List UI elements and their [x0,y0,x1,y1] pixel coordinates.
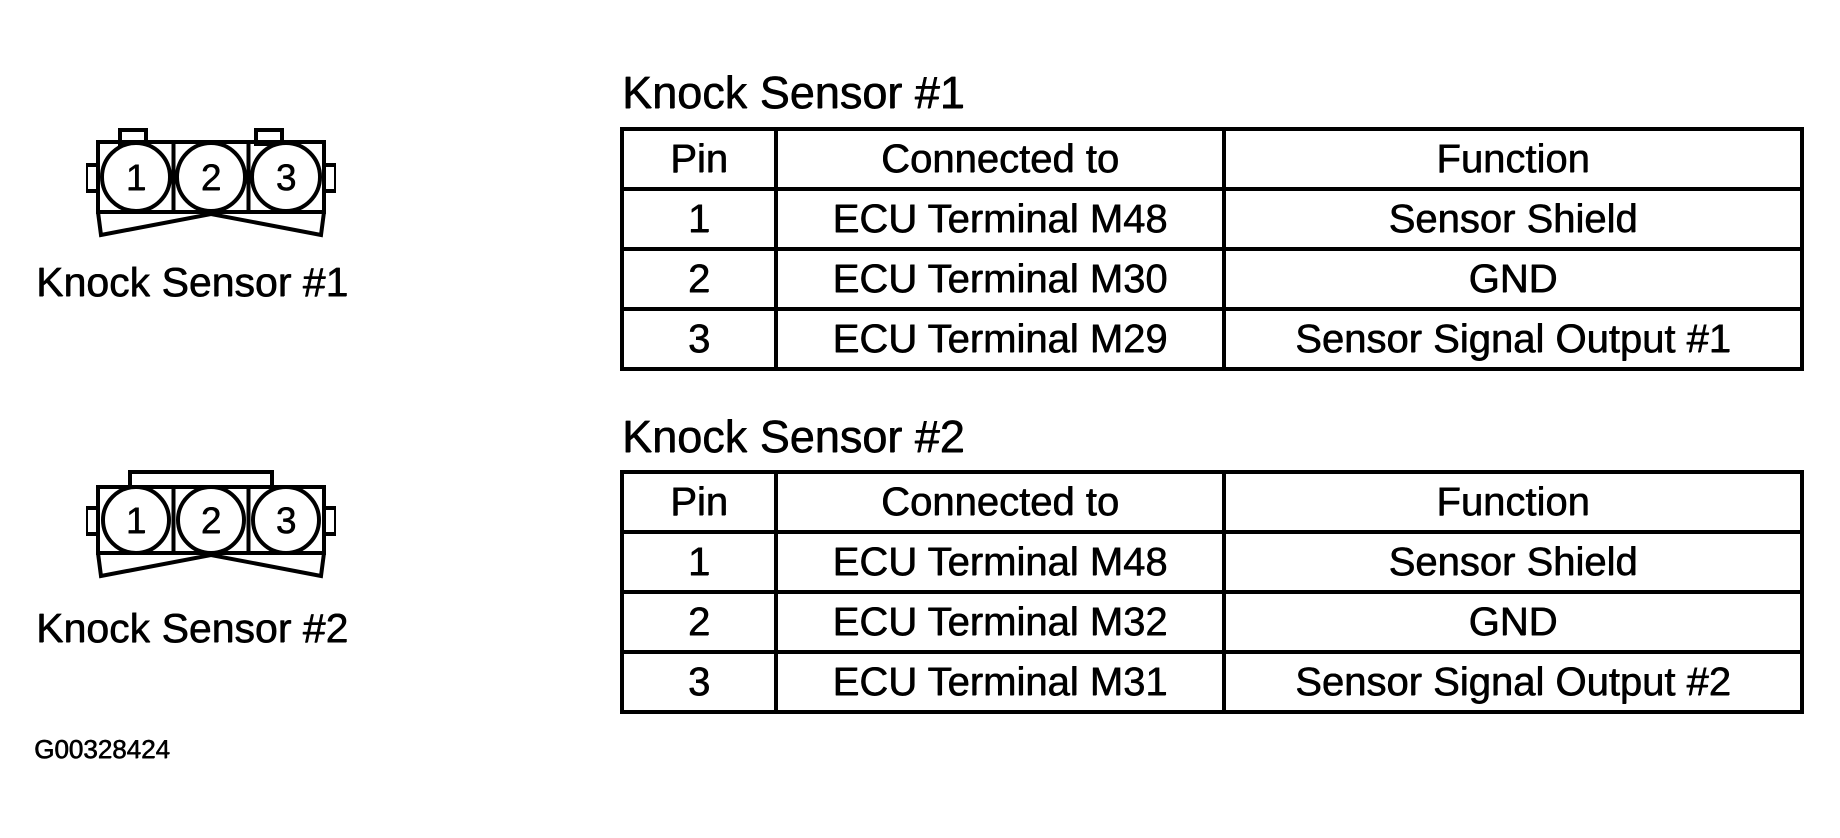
column-header-function: Function [1222,470,1804,534]
connector-2-label: Knock Sensor #2 [36,605,349,651]
function-cell: Sensor Signal Output #2 [1222,650,1804,714]
pin-2-cavity-icon [176,485,246,555]
pinout-table-2: Pin Connected to Function 1 ECU Terminal… [620,470,1804,714]
column-header-connected: Connected to [774,127,1226,191]
connected-cell: ECU Terminal M48 [774,530,1226,594]
table-row: 1 ECU Terminal M48 Sensor Shield [620,530,1804,594]
connector-1-label: Knock Sensor #1 [36,259,349,305]
pin-cell: 3 [620,307,778,371]
connected-cell: ECU Terminal M29 [774,307,1226,371]
table-header-row: Pin Connected to Function [620,127,1804,191]
pin-number: 3 [276,500,297,541]
pin-3-cavity-icon [251,485,321,555]
pin-1-cavity-icon [101,485,171,555]
pin-number: 3 [276,157,297,198]
function-cell: GND [1222,247,1804,311]
table-row: 3 ECU Terminal M31 Sensor Signal Output … [620,650,1804,714]
connector-side-latch-icon [322,506,336,536]
connector-2-diagram: 1 2 3 [86,470,336,579]
table-row: 2 ECU Terminal M30 GND [620,247,1804,311]
column-header-function: Function [1222,127,1804,191]
connector-top-tab-icon [128,470,274,489]
column-header-pin: Pin [620,127,778,191]
connector-1-diagram: 1 2 3 [86,128,336,238]
table-1-title: Knock Sensor #1 [622,67,965,118]
pin-cell: 2 [620,247,778,311]
pin-1-cavity-icon [100,141,172,213]
column-header-pin: Pin [620,470,778,534]
pin-3-cavity-icon [250,141,322,213]
connected-cell: ECU Terminal M31 [774,650,1226,714]
function-cell: Sensor Signal Output #1 [1222,307,1804,371]
pinout-table-1: Pin Connected to Function 1 ECU Terminal… [620,127,1804,371]
pin-number: 2 [201,500,222,541]
table-header-row: Pin Connected to Function [620,470,1804,534]
function-cell: GND [1222,590,1804,654]
pin-cell: 1 [620,530,778,594]
table-row: 2 ECU Terminal M32 GND [620,590,1804,654]
connected-cell: ECU Terminal M48 [774,187,1226,251]
pin-cell: 1 [620,187,778,251]
pin-cell: 2 [620,590,778,654]
pin-number: 1 [126,157,147,198]
function-cell: Sensor Shield [1222,187,1804,251]
table-2-title: Knock Sensor #2 [622,411,965,462]
connector-skirt-icon [96,552,326,579]
connected-cell: ECU Terminal M32 [774,590,1226,654]
pin-2-cavity-icon [175,141,247,213]
function-cell: Sensor Shield [1222,530,1804,594]
connector-side-latch-icon [86,163,100,193]
pin-number: 1 [126,500,147,541]
column-header-connected: Connected to [774,470,1226,534]
figure-id: G00328424 [34,734,170,764]
pin-cell: 3 [620,650,778,714]
table-row: 1 ECU Terminal M48 Sensor Shield [620,187,1804,251]
connected-cell: ECU Terminal M30 [774,247,1226,311]
connector-skirt-icon [96,211,326,238]
table-row: 3 ECU Terminal M29 Sensor Signal Output … [620,307,1804,371]
connector-side-latch-icon [322,163,336,193]
connector-side-latch-icon [86,506,100,536]
pin-number: 2 [201,157,222,198]
